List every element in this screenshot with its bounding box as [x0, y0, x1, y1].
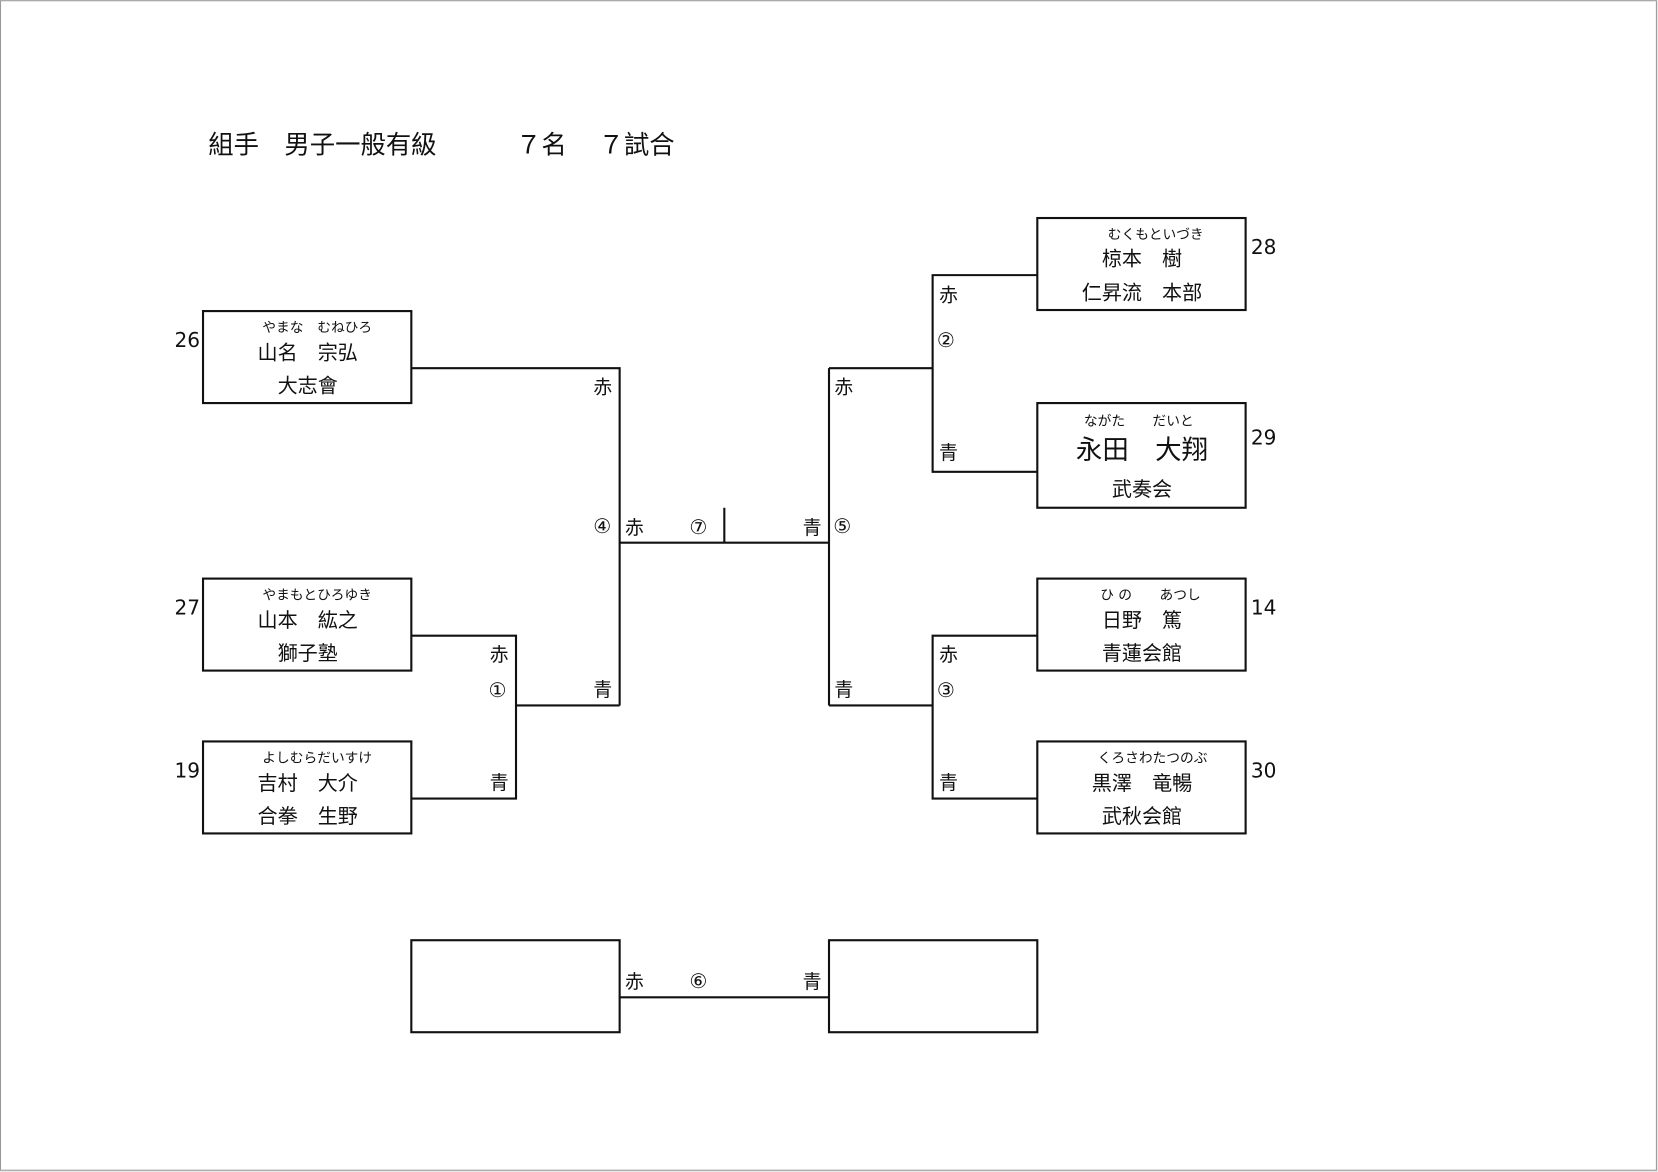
third-place-blue-slot	[827, 939, 1039, 1034]
name-reading: やまな むねひろ	[262, 320, 372, 336]
match-4-number: ④	[593, 514, 611, 538]
match-5-number: ⑤	[833, 514, 851, 538]
final-red-label: 赤	[625, 517, 644, 539]
competitor-name: 黒澤 竜暢	[1092, 771, 1192, 795]
name-reading: むくもといづき	[1108, 227, 1204, 243]
seed-number: 30	[1251, 758, 1277, 782]
competitor-name: 山本 紘之	[257, 608, 357, 632]
match-5-blue-label: 青	[834, 679, 853, 701]
match-2-red-label: 赤	[939, 285, 958, 307]
title-players: ７名	[516, 130, 567, 160]
club-name: 武奏会	[1112, 477, 1172, 501]
competitor-card: 14 ひ の あつし 日野 篤 青蓮会館	[1036, 577, 1277, 672]
match-3-red-label: 赤	[939, 644, 958, 666]
seed-number: 29	[1251, 425, 1277, 449]
competitor-card: 26 やまな むねひろ 山名 宗弘 大志會	[174, 310, 413, 405]
competitor-name: 日野 篤	[1102, 608, 1182, 632]
competitor-card: 30 くろさわたつのぶ 黒澤 竜暢 武秋会館	[1036, 740, 1277, 835]
match-2-bracket-line	[931, 274, 1038, 473]
seed-number: 27	[174, 596, 200, 620]
seed-number: 26	[174, 328, 200, 352]
match-3-number: ③	[937, 678, 955, 702]
competitor-name: 吉村 大介	[257, 771, 357, 795]
name-reading: やまもとひろゆき	[262, 588, 372, 604]
competitor-box	[1036, 216, 1247, 312]
competitor-card: 19 よしむらだいすけ 吉村 大介 合拳 生野	[174, 740, 413, 835]
match-5-red-label: 赤	[834, 377, 853, 399]
title-matches: ７試合	[598, 130, 674, 160]
club-name: 大志會	[278, 373, 338, 397]
competitor-box	[1036, 577, 1247, 672]
competitor-box	[1036, 740, 1247, 835]
competitor-box	[201, 310, 413, 405]
club-name: 青蓮会館	[1102, 641, 1182, 665]
match-6-red-label: 赤	[625, 971, 644, 993]
name-reading: よしむらだいすけ	[262, 751, 372, 767]
name-reading: ながた だいと	[1084, 413, 1194, 429]
match-7-number: ⑦	[689, 515, 707, 539]
match-2-number: ②	[937, 328, 955, 352]
seed-number: 14	[1251, 596, 1277, 620]
match-6-blue-label: 青	[803, 971, 822, 993]
match-6-number: ⑥	[689, 969, 707, 993]
name-reading: ひ の あつし	[1100, 588, 1201, 604]
match-1-number: ①	[489, 678, 507, 702]
third-place-red-slot	[410, 939, 621, 1034]
competitor-name: 永田 大翔	[1076, 435, 1208, 466]
match-4-red-label: 赤	[593, 377, 612, 399]
match-1-red-label: 赤	[490, 644, 509, 666]
final-blue-label: 青	[803, 517, 822, 539]
club-name: 武秋会館	[1102, 804, 1182, 828]
competitor-card: 29 ながた だいと 永田 大翔 武奏会	[1036, 402, 1277, 509]
club-name: 獅子塾	[278, 641, 338, 665]
match-3-blue-label: 青	[939, 772, 958, 794]
match-2-blue-label: 青	[939, 442, 958, 464]
club-name: 仁昇流 本部	[1082, 280, 1202, 304]
competitor-box	[201, 740, 413, 835]
seed-number: 28	[1251, 235, 1277, 259]
match-1-bracket-line	[411, 634, 518, 800]
match-4-blue-label: 青	[593, 679, 612, 701]
competitor-card: 28 むくもといづき 椋本 樹 仁昇流 本部	[1036, 216, 1277, 312]
competitor-name: 山名 宗弘	[257, 341, 357, 365]
name-reading: くろさわたつのぶ	[1098, 751, 1208, 767]
match-3-bracket-line	[931, 634, 1038, 800]
competitor-card: 27 やまもとひろゆき 山本 紘之 獅子塾	[174, 577, 413, 672]
title-event: 組手 男子一般有級	[208, 130, 436, 160]
club-name: 合拳 生野	[257, 804, 357, 828]
competitor-box	[201, 577, 413, 672]
seed-number: 19	[174, 758, 200, 782]
competitor-box	[1036, 402, 1247, 509]
match-1-blue-label: 青	[490, 772, 509, 794]
competitor-name: 椋本 樹	[1102, 247, 1182, 271]
match-4-bracket-line	[411, 367, 621, 706]
